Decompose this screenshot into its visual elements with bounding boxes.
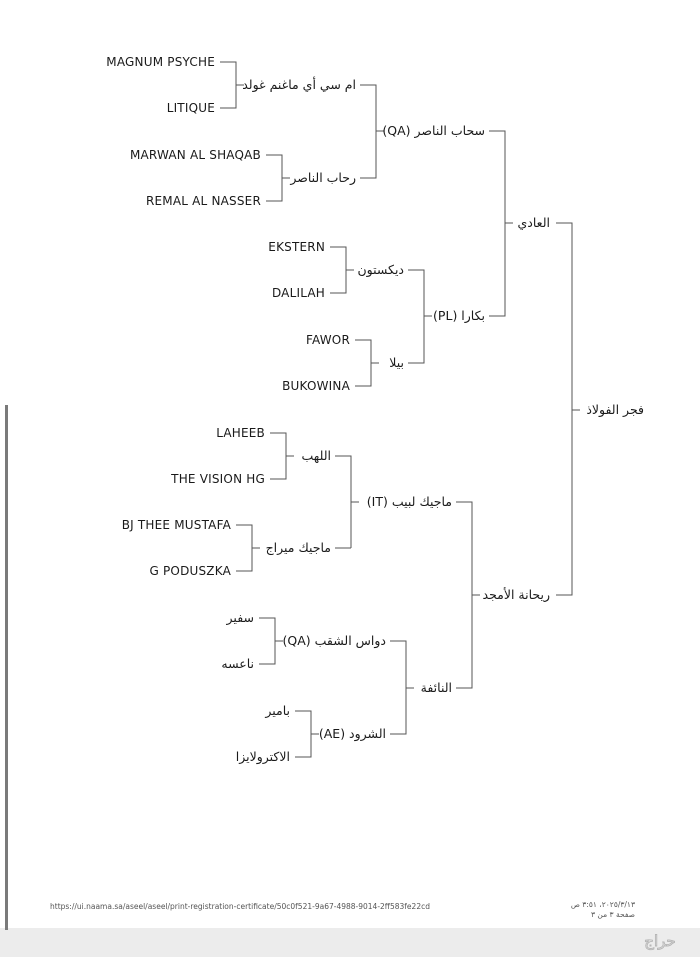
pedigree-g4-c1: EKSTERN [268,240,325,254]
pedigree-sire: العادي [517,215,550,230]
pedigree-subject: فجر الفولاذ [586,402,644,417]
pedigree-g4-b2: REMAL AL NASSER [145,194,261,208]
pedigree-g4-d1: FAWOR [305,333,350,347]
watermark-logo: حراج [644,932,676,952]
pedigree-g4-e1: LAHEEB [216,426,265,440]
footer-url: https://ui.naama.sa/aseel/aseel/print-re… [50,902,430,911]
pedigree-g2-sire-sire: سحاب الناصر (QA) [382,123,485,138]
pedigree-g2-dam-sire: ماجيك لبيب (IT) [366,494,452,509]
pedigree-g4-a2: LITIQUE [166,101,215,115]
svg-text:حراج: حراج [644,932,675,951]
page-edge-shadow [5,405,8,930]
pedigree-g4-h2: الاكترولايزا [235,749,290,764]
pedigree-dam: ريحانة الأمجد [482,587,550,602]
pedigree-g4-g1: سفير [226,610,254,625]
pedigree-g3-dam-dam-sire: دواس الشقب (QA) [282,633,386,648]
pedigree-g3-dam-sire-sire: اللهب [301,448,331,463]
pedigree-g2-sire-dam: بكارا (PL) [433,308,485,323]
certificate-page [0,0,700,928]
pedigree-g4-h1: بامير [265,703,290,718]
pedigree-g3-sire-dam-dam: بيلا [389,355,404,370]
pedigree-g4-c2: DALILAH [271,286,325,300]
pedigree-g4-e2: THE VISION HG [171,472,265,486]
pedigree-g4-d2: BUKOWINA [282,379,350,393]
pedigree-g3-sire-sire-dam: رحاب الناصر [290,170,356,185]
pedigree-g3-dam-sire-dam: ماجيك ميراج [265,540,331,555]
footer-page-number: صفحة ٣ من ٣ [591,910,635,919]
pedigree-g4-f2: G PODUSZKA [149,564,231,578]
pedigree-g3-sire-sire-sire: ام سي أي ماغنم غولد [242,77,356,92]
pedigree-g2-dam-dam: النائفة [420,680,452,695]
pedigree-g3-dam-dam-dam: الشرود (AE) [318,726,386,741]
pedigree-g4-b1: MARWAN AL SHAQAB [129,148,261,162]
pedigree-g4-f1: BJ THEE MUSTAFA [121,518,231,532]
pedigree-g3-sire-dam-sire: ديكستون [357,262,404,277]
pedigree-g4-g2: ناعسه [221,656,254,671]
footer-datetime: ٢٠٢٥/٣/١٣، ٣:٥١ ص [570,900,635,909]
pedigree-g4-a1: MAGNUM PSYCHE [106,55,215,69]
